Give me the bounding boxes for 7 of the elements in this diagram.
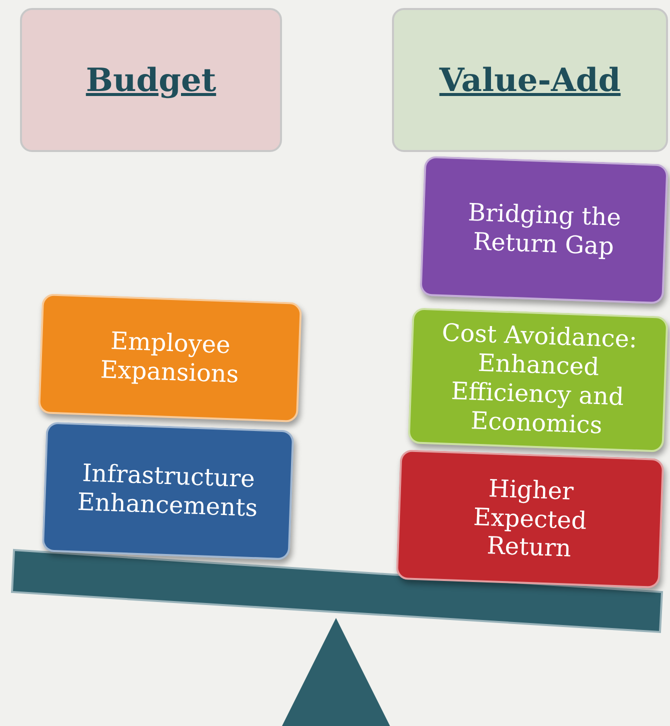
heading-card: Value-Add (392, 8, 668, 152)
heading-card: Budget (20, 8, 282, 152)
stacked-block: Employee Expansions (38, 294, 302, 422)
stacked-block: Bridging the Return Gap (420, 156, 668, 304)
stacked-block: Higher Expected Return (396, 449, 664, 589)
stacked-block: Infrastructure Enhancements (42, 422, 294, 560)
stacked-block: Cost Avoidance: Enhanced Efficiency and Economics (408, 308, 668, 452)
